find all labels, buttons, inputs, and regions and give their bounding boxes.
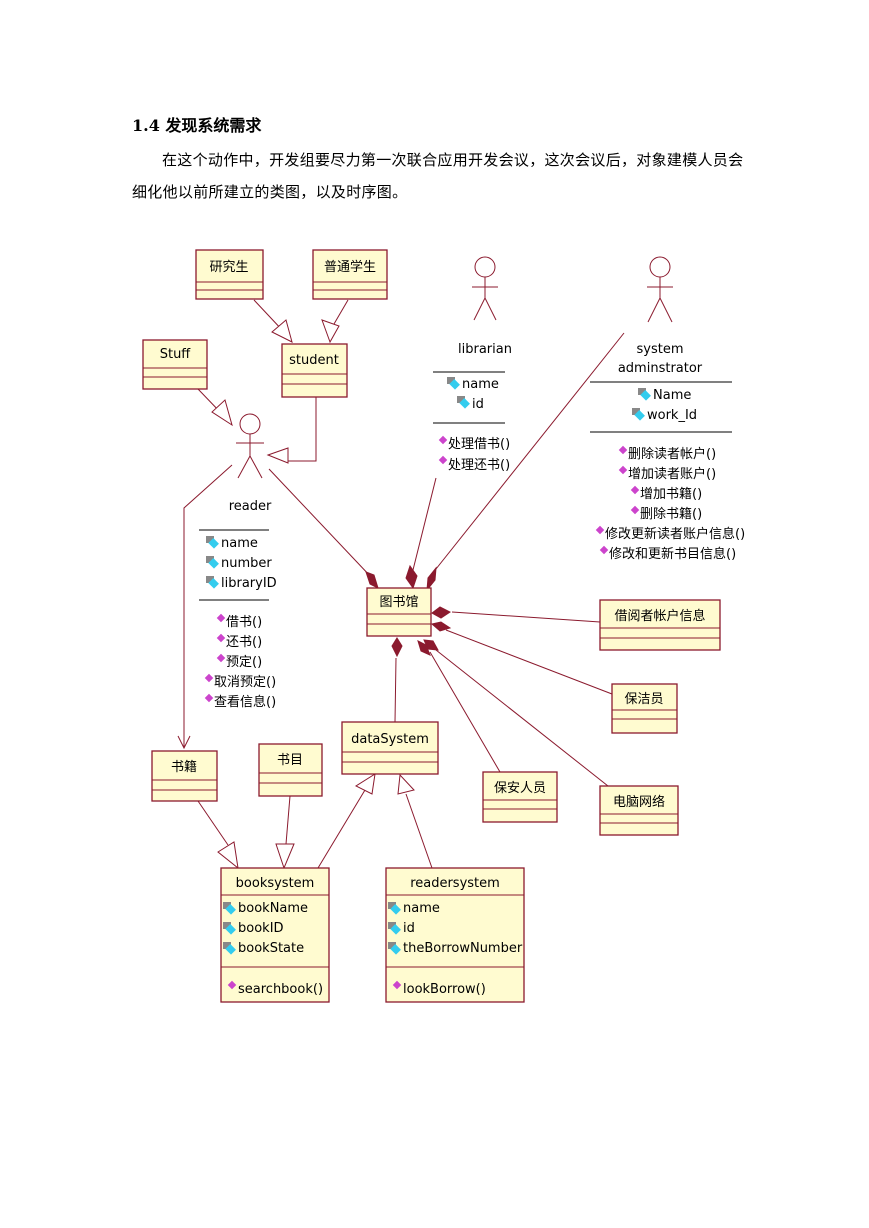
- actor-librarian: librarian name id 处理借书() 处理还书(): [433, 256, 512, 473]
- class-stuff: Stuff: [142, 339, 208, 390]
- stick-figure-icon: [647, 256, 673, 323]
- actor-sysadmin-name-line1: system: [637, 342, 684, 357]
- stick-figure-icon: [236, 413, 264, 479]
- attr-lock-icon: [447, 377, 460, 390]
- class-booksystem-name: booksystem: [236, 876, 315, 891]
- class-putongxuesheng: 普通学生: [312, 249, 388, 300]
- section-paragraph: 在这个动作中，开发组要尽力第一次联合应用开发会议，这次会议后，对象建模人员会细化…: [132, 151, 744, 201]
- operation-icon: [204, 673, 214, 683]
- attr-lock-icon: [223, 902, 236, 915]
- operation-icon: [618, 465, 628, 475]
- booksystem-attr: bookName: [238, 901, 308, 916]
- librarian-op: 处理借书(): [448, 437, 510, 452]
- class-books-name: 书籍: [171, 759, 197, 775]
- reader-op: 取消预定(): [214, 675, 276, 690]
- class-cleaner-name: 保洁员: [624, 692, 663, 707]
- class-datasystem: dataSystem: [341, 721, 439, 775]
- class-borrower-account-name: 借阅者帐户信息: [614, 608, 705, 624]
- class-cleaner: 保洁员: [611, 683, 678, 734]
- reader-attr: libraryID: [221, 576, 277, 591]
- librarian-attr: name: [462, 377, 499, 392]
- sysadmin-attr: Name: [653, 388, 691, 403]
- aggregation-diamonds: [365, 564, 452, 658]
- attr-lock-icon: [632, 408, 645, 421]
- class-yanjiusheng-name: 研究生: [209, 260, 248, 275]
- attr-lock-icon: [638, 388, 651, 401]
- attr-lock-icon: [457, 396, 470, 409]
- booksystem-attr: bookID: [238, 921, 284, 936]
- operation-icon: [438, 455, 448, 465]
- operation-icon: [216, 613, 226, 623]
- section-heading: 1.4 发现系统需求: [132, 116, 262, 135]
- attr-lock-icon: [206, 556, 219, 569]
- class-library: 图书馆: [366, 587, 432, 637]
- class-network: 电脑网络: [599, 785, 679, 836]
- reader-op: 预定(): [226, 655, 262, 670]
- class-booksystem: booksystem bookName bookID bookState sea…: [220, 867, 330, 1003]
- class-yanjiusheng: 研究生: [195, 249, 264, 300]
- booksystem-op: searchbook(): [238, 982, 323, 997]
- operation-icon: [595, 525, 605, 535]
- operation-icon: [630, 505, 640, 515]
- class-security-name: 保安人员: [494, 781, 546, 796]
- sysadmin-op: 删除读者帐户(): [628, 446, 716, 462]
- readersystem-attr: name: [403, 901, 440, 916]
- class-library-name: 图书馆: [379, 595, 418, 610]
- operation-icon: [392, 980, 402, 990]
- attr-lock-icon: [388, 922, 401, 935]
- sysadmin-op: 修改更新读者账户信息(): [605, 526, 745, 542]
- class-student-name: student: [289, 353, 339, 368]
- attr-lock-icon: [206, 536, 219, 549]
- generalization-arrowheads: [177, 319, 415, 870]
- booksystem-attr: bookState: [238, 941, 304, 956]
- actor-reader: reader name number libraryID 借书() 还书() 预…: [199, 413, 277, 710]
- stick-figure-icon: [472, 256, 498, 321]
- attr-lock-icon: [223, 922, 236, 935]
- attr-lock-icon: [223, 942, 236, 955]
- class-readersystem: readersystem name id theBorrowNumber loo…: [385, 867, 525, 1003]
- sysadmin-op: 增加读者账户(): [628, 466, 716, 482]
- reader-attr: name: [221, 536, 258, 551]
- actor-sysadmin-name-line2: adminstrator: [618, 361, 703, 376]
- librarian-op: 处理还书(): [448, 458, 510, 473]
- actor-librarian-name: librarian: [458, 342, 512, 357]
- reader-op: 还书(): [226, 635, 262, 650]
- operation-icon: [216, 653, 226, 663]
- attr-lock-icon: [206, 576, 219, 589]
- class-stuff-name: Stuff: [160, 347, 192, 362]
- class-readersystem-name: readersystem: [410, 876, 500, 891]
- attr-lock-icon: [388, 942, 401, 955]
- class-borrower-account: 借阅者帐户信息: [599, 599, 721, 651]
- operation-icon: [216, 633, 226, 643]
- class-putongxuesheng-name: 普通学生: [324, 259, 376, 275]
- actor-reader-name: reader: [229, 499, 272, 514]
- operation-icon: [630, 485, 640, 495]
- operation-icon: [204, 693, 214, 703]
- relationship-lines: [183, 299, 625, 869]
- reader-op: 借书(): [226, 615, 262, 630]
- sysadmin-attr: work_Id: [647, 408, 697, 423]
- readersystem-attr: theBorrowNumber: [403, 941, 523, 956]
- sysadmin-op: 增加书籍(): [640, 486, 702, 502]
- sysadmin-op: 修改和更新书目信息(): [609, 546, 736, 562]
- class-datasystem-name: dataSystem: [351, 732, 429, 747]
- class-catalog: 书目: [258, 743, 323, 797]
- sysadmin-op: 删除书籍(): [640, 506, 702, 522]
- reader-attr: number: [221, 556, 272, 571]
- librarian-attr: id: [472, 397, 484, 412]
- reader-op: 查看信息(): [214, 694, 276, 710]
- class-catalog-name: 书目: [277, 753, 303, 768]
- class-student: student: [281, 343, 348, 398]
- readersystem-attr: id: [403, 921, 415, 936]
- readersystem-op: lookBorrow(): [403, 982, 486, 997]
- class-security: 保安人员: [482, 771, 558, 823]
- class-network-name: 电脑网络: [613, 794, 665, 810]
- attr-lock-icon: [388, 902, 401, 915]
- class-books: 书籍: [151, 750, 218, 802]
- operation-icon: [618, 445, 628, 455]
- operation-icon: [599, 545, 609, 555]
- operation-icon: [438, 435, 448, 445]
- actor-sysadmin: system adminstrator Name work_Id 删除读者帐户(…: [590, 256, 745, 562]
